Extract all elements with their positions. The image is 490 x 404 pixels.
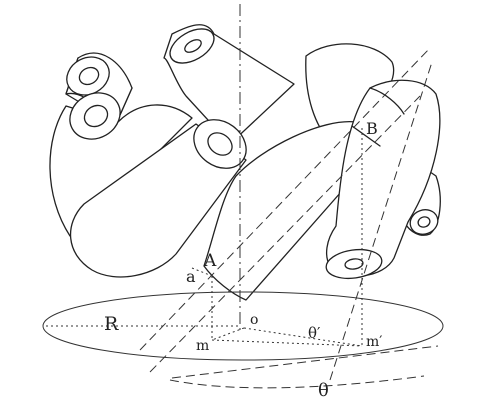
- label-theta: θ: [318, 380, 329, 401]
- label-m-prime: m′: [366, 334, 382, 350]
- marker-b: [351, 125, 381, 147]
- label-theta-prime: θ′: [308, 324, 321, 342]
- label-m: m: [196, 338, 209, 354]
- dashed-diagonal-2: [149, 95, 421, 373]
- cylinder-top-middle: [163, 24, 295, 145]
- theta-arc: [169, 375, 425, 389]
- label-a-upper: A: [203, 251, 217, 271]
- m-to-m-prime: [211, 339, 363, 347]
- a-segment: [191, 267, 213, 277]
- label-b: B: [366, 119, 378, 138]
- label-a-lower: a: [186, 267, 196, 286]
- labels: B A a o R m m′ θ′ θ: [104, 119, 382, 401]
- cylinder-middle-left: [70, 119, 247, 278]
- dashed-horizontal-ray: [171, 345, 439, 379]
- base-ellipse: [42, 291, 444, 361]
- label-origin: o: [250, 312, 258, 328]
- projection-lines: [191, 128, 363, 347]
- cylinder-right-front: [325, 79, 441, 280]
- label-radius: R: [104, 313, 119, 335]
- o-to-m: [211, 327, 245, 341]
- guide-lines: [139, 4, 439, 389]
